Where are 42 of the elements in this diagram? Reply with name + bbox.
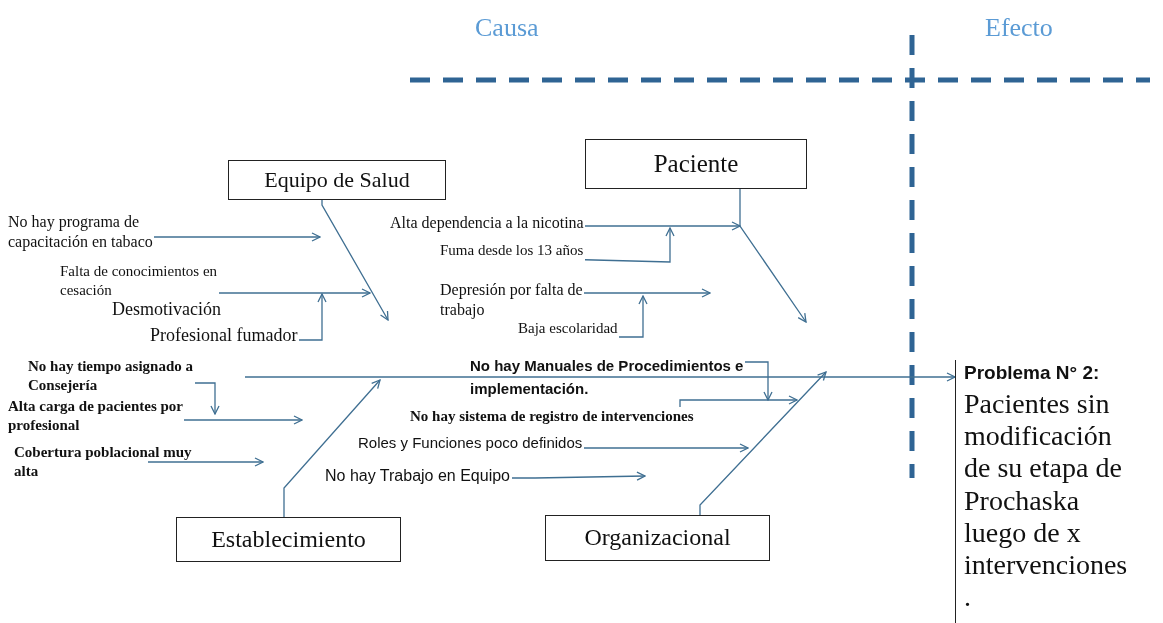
cause-text: Baja escolaridad xyxy=(518,319,619,338)
arrow xyxy=(244,372,956,382)
cause-text: No hay sistema de registro de intervenciones xyxy=(410,407,695,426)
section-heading: Efecto xyxy=(985,12,1053,44)
arrow xyxy=(147,457,264,467)
cause-text: Alta dependencia a la nicotina xyxy=(390,213,585,233)
cause-text: No hay Trabajo en Equipo xyxy=(325,466,512,486)
arrow xyxy=(153,232,321,242)
cause-text: Fuma desde los 13 años xyxy=(440,241,585,260)
cause-text: Falta de conocimientos en cesación xyxy=(60,262,219,300)
category-box: Establecimiento xyxy=(176,517,401,562)
cause-text: Cobertura poblacional muy alta xyxy=(14,443,193,481)
cause-text: No hay tiempo asignado a Consejería xyxy=(28,357,195,395)
cause-text: No hay Manuales de Procedimientos e implementación. xyxy=(470,354,745,401)
arrow xyxy=(583,443,749,453)
arrow xyxy=(283,379,381,518)
category-box: Organizacional xyxy=(545,515,770,561)
cause-text: Alta carga de pacientes por profesional xyxy=(8,397,184,435)
arrow xyxy=(739,188,807,323)
arrow xyxy=(298,293,327,341)
problem-text: Pacientes sin modificación de su etapa de Prochaska luego de x intervenciones . xyxy=(964,388,1129,614)
arrow xyxy=(584,221,741,231)
cause-text: Depresión por falta de trabajo xyxy=(440,280,584,320)
cause-text: No hay programa de capacitación en tabaco xyxy=(8,212,154,252)
arrow xyxy=(321,199,389,321)
arrow xyxy=(679,395,798,408)
section-heading: Causa xyxy=(475,12,539,44)
cause-text: Desmotivación xyxy=(112,298,221,321)
cause-text: Profesional fumador xyxy=(150,324,299,347)
arrow xyxy=(511,471,646,481)
arrow xyxy=(583,288,711,298)
category-box: Equipo de Salud xyxy=(228,160,446,200)
cause-text: Roles y Funciones poco definidos xyxy=(358,434,584,453)
problem-heading: Problema N° 2: xyxy=(964,362,1101,384)
arrow xyxy=(699,371,827,516)
arrow xyxy=(218,288,371,298)
arrow xyxy=(744,361,773,401)
arrow xyxy=(584,227,675,263)
arrow xyxy=(183,415,303,425)
arrow xyxy=(194,382,220,415)
category-box: Paciente xyxy=(585,139,807,189)
arrow xyxy=(618,295,648,338)
